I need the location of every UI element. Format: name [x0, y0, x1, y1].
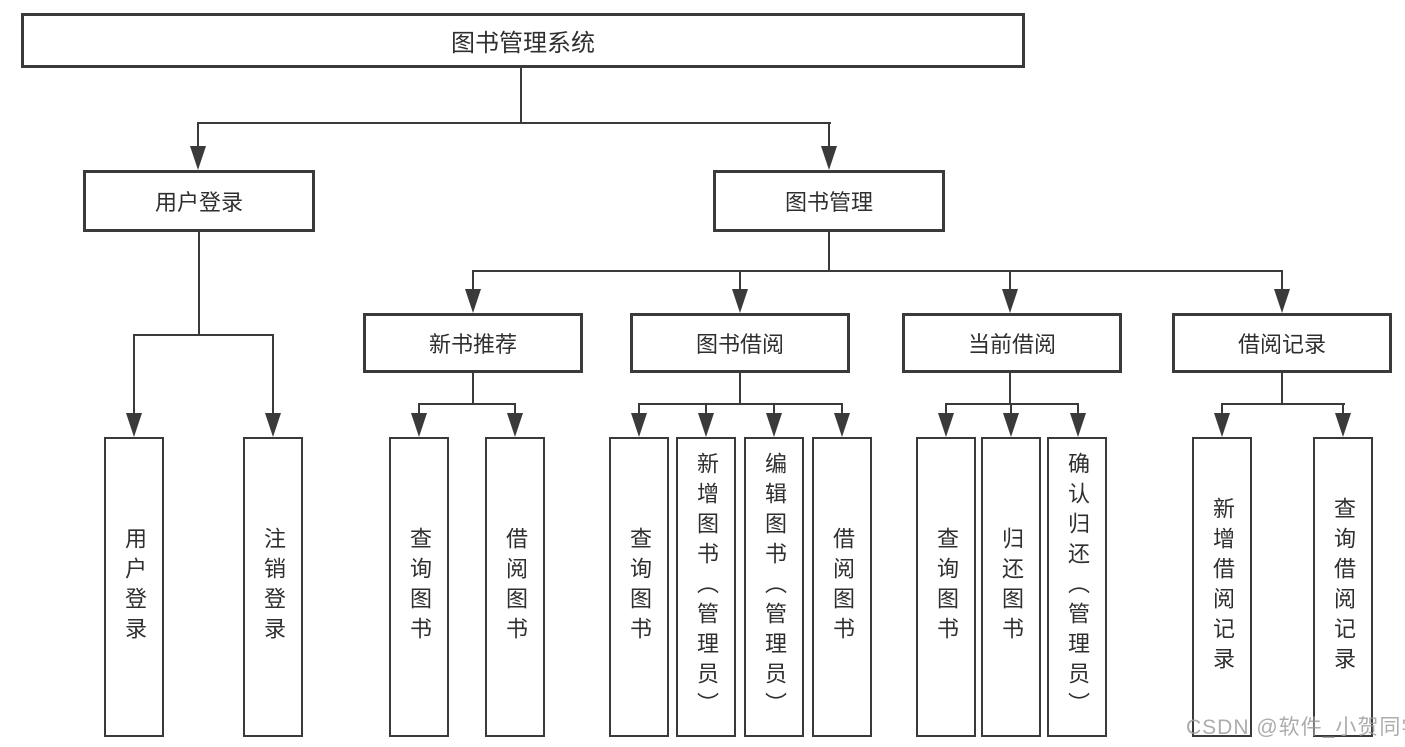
arrow-down-icon	[938, 413, 954, 437]
node-label: 编辑图书（管理员）	[762, 452, 787, 722]
arrow-down-icon	[507, 413, 523, 437]
connector-line	[1077, 403, 1079, 415]
connector-line	[945, 403, 1079, 405]
connector-line	[1221, 403, 1345, 405]
node-current-borrowing: 当前借阅	[902, 313, 1122, 373]
leaf-records-add-borrow-record: 新增借阅记录	[1192, 437, 1252, 737]
connector-line	[418, 403, 516, 405]
node-new-book-recommend: 新书推荐	[363, 313, 583, 373]
connector-line	[418, 403, 420, 415]
leaf-records-query-borrow-record: 查询借阅记录	[1313, 437, 1373, 737]
node-label: 查询借阅记录	[1331, 497, 1356, 677]
connector-line	[638, 403, 843, 405]
node-label: 注销登录	[261, 527, 286, 647]
node-label: 新书推荐	[428, 332, 517, 357]
connector-line	[133, 334, 274, 336]
arrow-down-icon	[126, 413, 142, 437]
leaf-newbooks-query-books: 查询图书	[389, 437, 449, 737]
node-label: 新增图书（管理员）	[694, 452, 719, 722]
node-label: 借阅图书	[830, 527, 855, 647]
node-user-login: 用户登录	[83, 170, 315, 232]
arrow-down-icon	[1335, 413, 1351, 437]
arrow-down-icon	[1002, 289, 1018, 313]
connector-line	[1009, 270, 1011, 291]
connector-line	[739, 270, 741, 291]
arrow-down-icon	[1003, 413, 1019, 437]
leaf-borrowing-edit-books-admin: 编辑图书（管理员）	[744, 437, 804, 737]
leaf-current-confirm-return-admin: 确认归还（管理员）	[1047, 437, 1107, 737]
leaf-user-login: 用户登录	[104, 437, 164, 737]
connector-line	[197, 122, 199, 148]
node-label: 新增借阅记录	[1210, 497, 1235, 677]
node-label: 确认归还（管理员）	[1065, 452, 1090, 722]
arrow-down-icon	[1214, 413, 1230, 437]
leaf-newbooks-borrow-books: 借阅图书	[485, 437, 545, 737]
arrow-down-icon	[1070, 413, 1086, 437]
node-label: 查询图书	[627, 527, 652, 647]
node-label: 当前借阅	[967, 332, 1056, 357]
connector-line	[1342, 403, 1344, 415]
node-label: 图书借阅	[695, 332, 784, 357]
node-label: 用户登录	[122, 527, 147, 647]
node-book-borrowing: 图书借阅	[630, 313, 850, 373]
connector-line	[945, 403, 947, 415]
connector-line	[1281, 373, 1283, 405]
arrow-down-icon	[411, 413, 427, 437]
node-label: 借阅图书	[503, 527, 528, 647]
connector-line	[133, 334, 135, 414]
arrow-down-icon	[265, 413, 281, 437]
leaf-borrowing-add-books-admin: 新增图书（管理员）	[676, 437, 736, 737]
arrow-down-icon	[190, 146, 206, 170]
arrow-down-icon	[698, 413, 714, 437]
leaf-current-query-books: 查询图书	[916, 437, 976, 737]
connector-line	[197, 122, 831, 124]
connector-line	[828, 232, 830, 272]
connector-line	[773, 403, 775, 415]
arrow-down-icon	[1274, 289, 1290, 313]
connector-line	[520, 68, 522, 124]
node-label: 图书管理	[784, 190, 873, 215]
connector-line	[272, 334, 274, 414]
arrow-down-icon	[766, 413, 782, 437]
connector-line	[472, 270, 474, 291]
connector-line	[1221, 403, 1223, 415]
leaf-borrowing-borrow-books: 借阅图书	[812, 437, 872, 737]
node-label: 用户登录	[154, 190, 243, 215]
arrow-down-icon	[465, 289, 481, 313]
leaf-logout: 注销登录	[243, 437, 303, 737]
csdn-watermark: CSDN @软件_小贺同学	[1186, 716, 1405, 739]
connector-line	[472, 270, 1283, 272]
connector-line	[1010, 403, 1012, 415]
arrow-down-icon	[732, 289, 748, 313]
connector-line	[705, 403, 707, 415]
node-book-management: 图书管理	[713, 170, 945, 232]
connector-line	[1281, 270, 1283, 291]
node-borrowing-records: 借阅记录	[1172, 313, 1392, 373]
connector-line	[828, 122, 830, 148]
leaf-borrowing-query-books: 查询图书	[609, 437, 669, 737]
leaf-current-return-books: 归还图书	[981, 437, 1041, 737]
arrow-down-icon	[834, 413, 850, 437]
connector-line	[841, 403, 843, 415]
arrow-down-icon	[631, 413, 647, 437]
node-label: 借阅记录	[1237, 332, 1326, 357]
connector-line	[514, 403, 516, 415]
connector-line	[198, 232, 200, 336]
node-label: 查询图书	[934, 527, 959, 647]
node-label: 查询图书	[407, 527, 432, 647]
node-label: 归还图书	[999, 527, 1024, 647]
connector-line	[739, 373, 741, 405]
connector-line	[638, 403, 640, 415]
connector-line	[472, 373, 474, 405]
node-label: 图书管理系统	[451, 30, 595, 57]
node-library-management-system: 图书管理系统	[21, 13, 1025, 68]
arrow-down-icon	[821, 146, 837, 170]
connector-line	[1009, 373, 1011, 405]
